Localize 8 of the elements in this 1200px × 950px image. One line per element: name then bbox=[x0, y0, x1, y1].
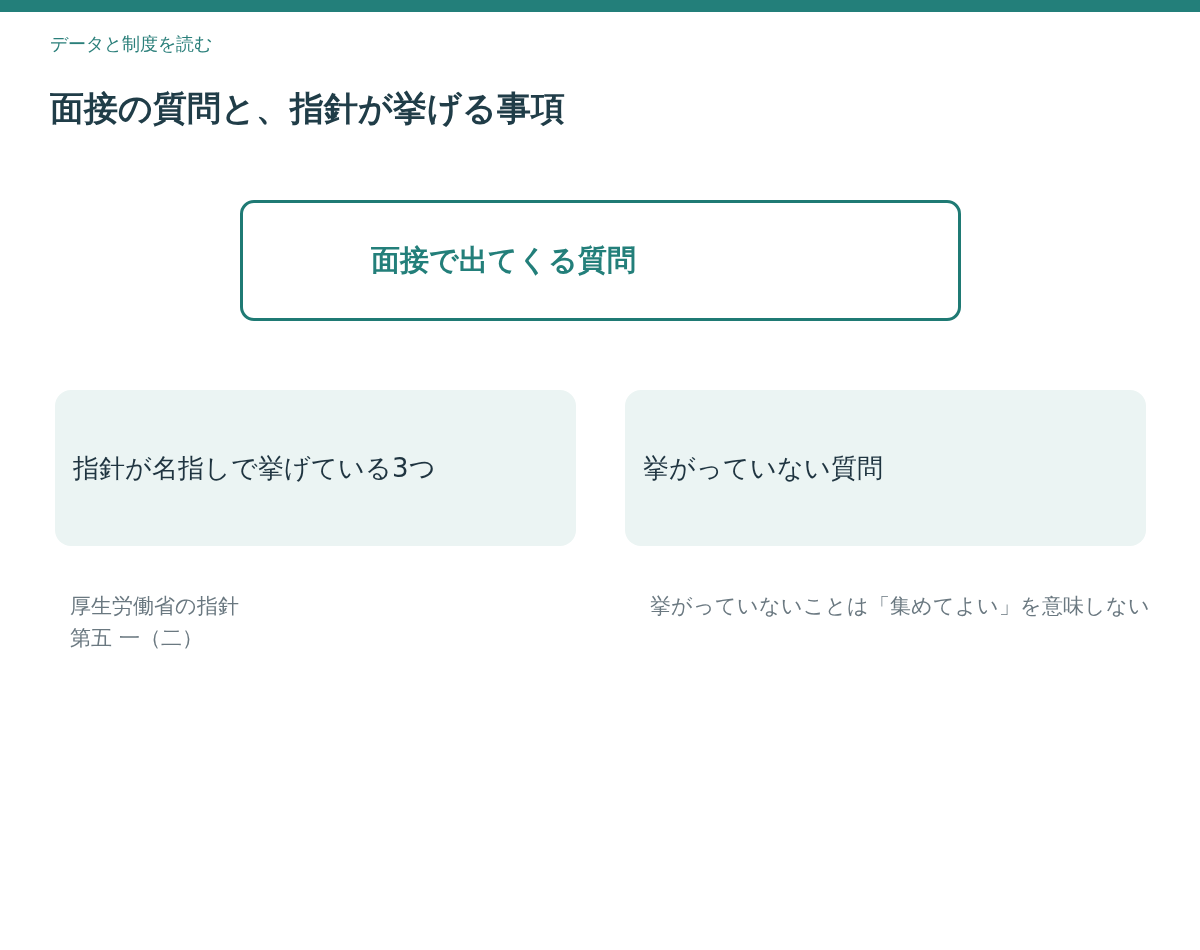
note-text: 挙がっていないことは「集めてよい」を意味しない bbox=[650, 593, 1151, 620]
outlined-box bbox=[240, 200, 961, 321]
breadcrumb: データと制度を読む bbox=[50, 32, 212, 56]
box-label: 面接で出てくる質問 bbox=[371, 241, 636, 279]
page-title: 面接の質問と、指針が挙げる事項 bbox=[50, 87, 565, 130]
note-text: 厚生労働省の指針第五 一（二） bbox=[70, 593, 240, 652]
box-label: 挙がっていない質問 bbox=[643, 451, 883, 485]
box-label: 指針が名指しで挙げている3つ bbox=[73, 451, 436, 485]
